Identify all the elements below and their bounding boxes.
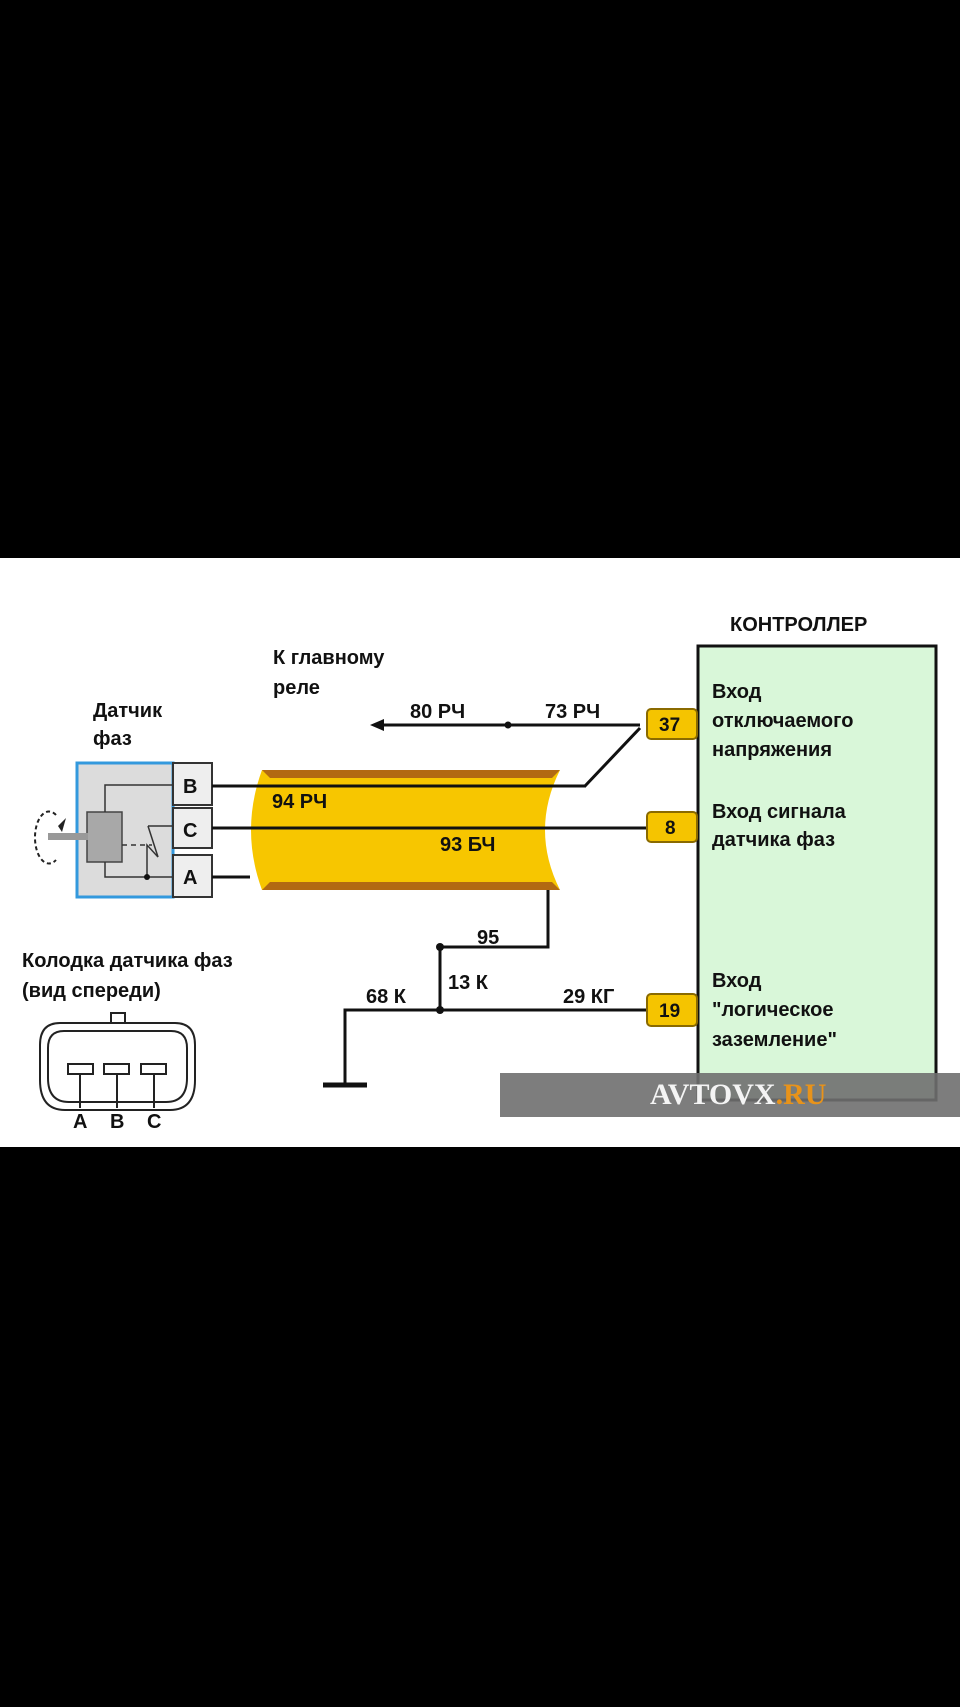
svg-text:Вход сигнала: Вход сигнала <box>712 801 847 823</box>
relay-label-line2: реле <box>273 677 320 699</box>
sensor-title-line1: Датчик <box>93 700 163 722</box>
wire-label-13: 13 К <box>448 972 489 994</box>
controller-box <box>696 644 938 1102</box>
controller-input-37-label: Вход отключаемого напряжения <box>712 681 853 761</box>
controller-title: КОНТРОЛЛЕР <box>730 614 867 636</box>
svg-text:A: A <box>183 867 197 889</box>
connector-pin-b: B <box>110 1111 124 1133</box>
wire-label-80: 80 РЧ <box>410 701 465 723</box>
rotation-arrow-icon <box>58 818 66 832</box>
sensor-title-line2: фаз <box>93 728 132 750</box>
svg-text:37: 37 <box>659 715 680 736</box>
svg-text:B: B <box>183 776 197 798</box>
sensor-pin-b: B <box>172 762 213 806</box>
svg-text:отключаемого: отключаемого <box>712 710 853 732</box>
controller-input-19-label: Вход "логическое заземление" <box>712 970 837 1051</box>
controller-input-8-label: Вход сигнала датчика фаз <box>712 801 847 851</box>
connector-subtitle: (вид спереди) <box>22 980 161 1002</box>
wire-label-68: 68 К <box>366 986 407 1008</box>
junction-dot <box>436 943 444 951</box>
wire-label-73: 73 РЧ <box>545 701 600 723</box>
wire-label-93: 93 БЧ <box>440 834 495 856</box>
wire-ground <box>343 1008 648 1085</box>
rotation-icon <box>33 810 57 865</box>
svg-text:"логическое: "логическое <box>712 999 833 1021</box>
arrow-left-icon <box>370 719 384 731</box>
controller-pin-37: 37 <box>646 708 698 740</box>
relay-label-line1: К главному <box>273 647 385 669</box>
svg-text:C: C <box>183 820 197 842</box>
connector-front-view <box>39 1012 196 1111</box>
watermark-band <box>500 1073 960 1117</box>
wire-label-94: 94 РЧ <box>272 791 327 813</box>
svg-text:напряжения: напряжения <box>712 739 832 761</box>
controller-pin-8: 8 <box>646 811 698 843</box>
wire-95 <box>438 890 550 1010</box>
junction-dot <box>436 1006 444 1014</box>
svg-text:Вход: Вход <box>712 970 762 992</box>
sensor-pin-c: C <box>172 807 213 849</box>
svg-text:датчика фаз: датчика фаз <box>712 829 835 851</box>
connector-title: Колодка датчика фаз <box>22 950 233 972</box>
wire-label-95: 95 <box>477 927 499 949</box>
svg-text:8: 8 <box>665 818 676 839</box>
connector-pin-a: A <box>73 1111 87 1133</box>
sensor-pin-a: A <box>172 854 213 898</box>
wire-diagonal <box>583 726 642 788</box>
wiring-diagram: КОНТРОЛЛЕР Вход отключаемого напряжения … <box>0 558 960 1147</box>
watermark: AVTOVX.RU <box>650 1078 826 1111</box>
svg-text:19: 19 <box>659 1001 680 1022</box>
svg-text:Вход: Вход <box>712 681 762 703</box>
wire-label-29: 29 КГ <box>563 986 614 1008</box>
junction-dot <box>504 721 512 729</box>
cable-harness <box>251 770 560 890</box>
diagram-canvas: КОНТРОЛЛЕР Вход отключаемого напряжения … <box>22 614 960 1133</box>
svg-text:заземление": заземление" <box>712 1029 837 1051</box>
connector-pin-c: C <box>147 1111 161 1133</box>
controller-pin-19: 19 <box>646 993 698 1027</box>
phase-sensor <box>48 761 175 899</box>
